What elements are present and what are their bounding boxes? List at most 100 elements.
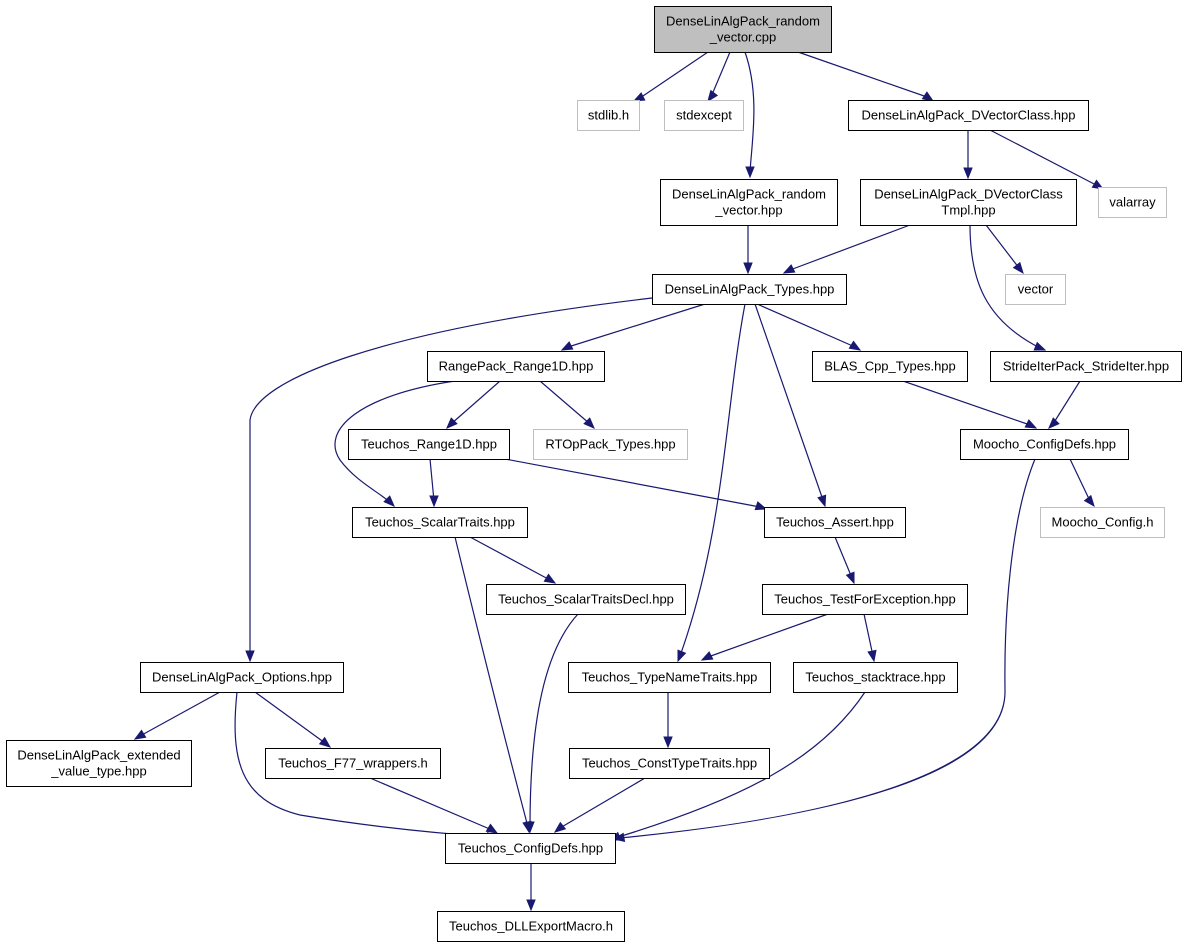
edge-line — [639, 51, 709, 99]
edge-line — [1069, 458, 1091, 502]
node-valarray: valarray — [1098, 187, 1167, 218]
edge-line — [539, 380, 591, 425]
node-label: valarray — [1109, 195, 1156, 210]
arrowhead-icon — [526, 899, 536, 912]
node-scalartraits[interactable]: Teuchos_ScalarTraits.hpp — [352, 507, 528, 538]
arrowhead-icon — [632, 92, 646, 102]
node-box — [762, 584, 968, 615]
edge-line — [679, 303, 746, 657]
node-typenametraits[interactable]: Teuchos_TypeNameTraits.hpp — [568, 662, 771, 693]
node-blastypes[interactable]: BLAS_Cpp_Types.hpp — [812, 351, 968, 382]
edge-line — [249, 297, 653, 655]
node-box — [812, 351, 968, 382]
arrowhead-icon — [845, 571, 855, 585]
edge-line — [756, 303, 856, 348]
arrowhead-icon — [663, 736, 673, 749]
node-dllexport[interactable]: Teuchos_DLLExportMacro.h — [437, 911, 625, 942]
node-label: DenseLinAlgPack_extended — [17, 748, 180, 763]
arrowhead-icon — [1091, 179, 1105, 190]
edge-options-to-extvaluetype — [133, 691, 221, 740]
node-f77wrappers[interactable]: Teuchos_F77_wrappers.h — [265, 748, 441, 779]
node-testforexception[interactable]: Teuchos_TestForException.hpp — [762, 584, 968, 615]
node-types[interactable]: DenseLinAlgPack_Types.hpp — [652, 274, 847, 305]
arrowhead-icon — [245, 650, 255, 663]
node-range1d[interactable]: RangePack_Range1D.hpp — [427, 351, 605, 382]
arrowhead-icon — [1033, 341, 1047, 351]
edge-line — [834, 536, 853, 579]
node-label: Moocho_Config.h — [1052, 515, 1154, 530]
node-label: Moocho_ConfigDefs.hpp — [973, 437, 1116, 452]
node-label: DenseLinAlgPack_DVectorClass — [874, 187, 1063, 202]
edge-line — [707, 613, 829, 658]
node-box — [1098, 187, 1167, 218]
edge-line — [744, 51, 755, 173]
edge-root-to-stdlib — [632, 51, 709, 102]
node-box — [533, 429, 688, 460]
node-label: _value_type.hpp — [50, 764, 146, 779]
arrowhead-icon — [383, 495, 395, 507]
node-box — [569, 748, 770, 779]
node-stacktrace[interactable]: Teuchos_stacktrace.hpp — [793, 662, 958, 693]
node-label: Teuchos_ConstTypeTraits.hpp — [582, 756, 757, 771]
node-rtoptypes: RTOpPack_Types.hpp — [533, 429, 688, 460]
node-consttypetraits[interactable]: Teuchos_ConstTypeTraits.hpp — [569, 748, 770, 779]
arrowhead-icon — [1012, 261, 1024, 275]
node-box — [848, 100, 1089, 131]
edge-root-to-stdexcept — [707, 51, 731, 103]
edge-types-to-blastypes — [756, 303, 862, 351]
node-box — [960, 429, 1129, 460]
edge-teuchosconfigdefs-to-dllexport — [526, 863, 536, 912]
arrowhead-icon — [543, 573, 557, 584]
node-label: vector — [1018, 282, 1054, 297]
node-moochoconfigdefs[interactable]: Moocho_ConfigDefs.hpp — [960, 429, 1129, 460]
node-dvectorclass[interactable]: DenseLinAlgPack_DVectorClass.hpp — [848, 100, 1089, 131]
node-box — [990, 351, 1182, 382]
edge-root-to-randomhpp — [744, 51, 755, 179]
node-label: Teuchos_DLLExportMacro.h — [449, 919, 613, 934]
node-strideiter[interactable]: StrideIterPack_StrideIter.hpp — [990, 351, 1182, 382]
node-box — [486, 584, 686, 615]
node-label: Teuchos_TypeNameTraits.hpp — [582, 670, 758, 685]
edge-randomhpp-to-types — [743, 225, 753, 275]
node-label: DenseLinAlgPack_Options.hpp — [152, 670, 332, 685]
edge-line — [334, 380, 456, 503]
node-randomhpp[interactable]: DenseLinAlgPack_random_vector.hpp — [660, 179, 838, 226]
arrowhead-icon — [782, 264, 796, 274]
edge-line — [529, 613, 579, 828]
node-label: RangePack_Range1D.hpp — [439, 359, 594, 374]
edge-dvectortmpl-to-strideiter — [969, 224, 1047, 351]
node-label: DenseLinAlgPack_Types.hpp — [665, 282, 835, 297]
arrowhead-icon — [583, 417, 595, 429]
node-box — [654, 6, 832, 53]
edge-consttypetraits-to-teuchosconfigdefs — [553, 777, 646, 833]
edge-trange1d-to-assert — [504, 458, 768, 511]
edge-testforexception-to-stacktrace — [863, 613, 877, 663]
edge-types-to-typenametraits — [677, 303, 746, 663]
edge-line — [567, 303, 706, 348]
arrowhead-icon — [560, 341, 574, 351]
edge-dvectortmpl-to-types — [782, 224, 911, 274]
arrowhead-icon — [921, 91, 935, 102]
node-extvaluetype[interactable]: DenseLinAlgPack_extended_value_type.hpp — [6, 740, 192, 787]
edge-line — [789, 224, 911, 271]
edge-dvectortmpl-to-vector — [985, 224, 1024, 275]
edge-line — [369, 777, 493, 831]
node-label: DenseLinAlgPack_DVectorClass.hpp — [862, 108, 1076, 123]
node-root[interactable]: DenseLinAlgPack_random_vector.cpp — [654, 6, 832, 53]
node-scalartraitsdecl[interactable]: Teuchos_ScalarTraitsDecl.hpp — [486, 584, 686, 615]
edge-line — [754, 303, 824, 501]
node-box — [652, 274, 847, 305]
node-moochoconfig: Moocho_Config.h — [1040, 507, 1165, 538]
node-label: RTOpPack_Types.hpp — [545, 437, 675, 452]
node-stdexcept: stdexcept — [664, 100, 744, 131]
node-label: DenseLinAlgPack_random — [672, 187, 826, 202]
node-box — [140, 662, 344, 693]
node-teuchosconfigdefs[interactable]: Teuchos_ConfigDefs.hpp — [445, 833, 616, 864]
node-trange1d[interactable]: Teuchos_Range1D.hpp — [348, 429, 510, 460]
node-assert[interactable]: Teuchos_Assert.hpp — [764, 507, 906, 538]
node-label: stdlib.h — [588, 108, 629, 123]
node-options[interactable]: DenseLinAlgPack_Options.hpp — [140, 662, 344, 693]
node-box — [1040, 507, 1165, 538]
